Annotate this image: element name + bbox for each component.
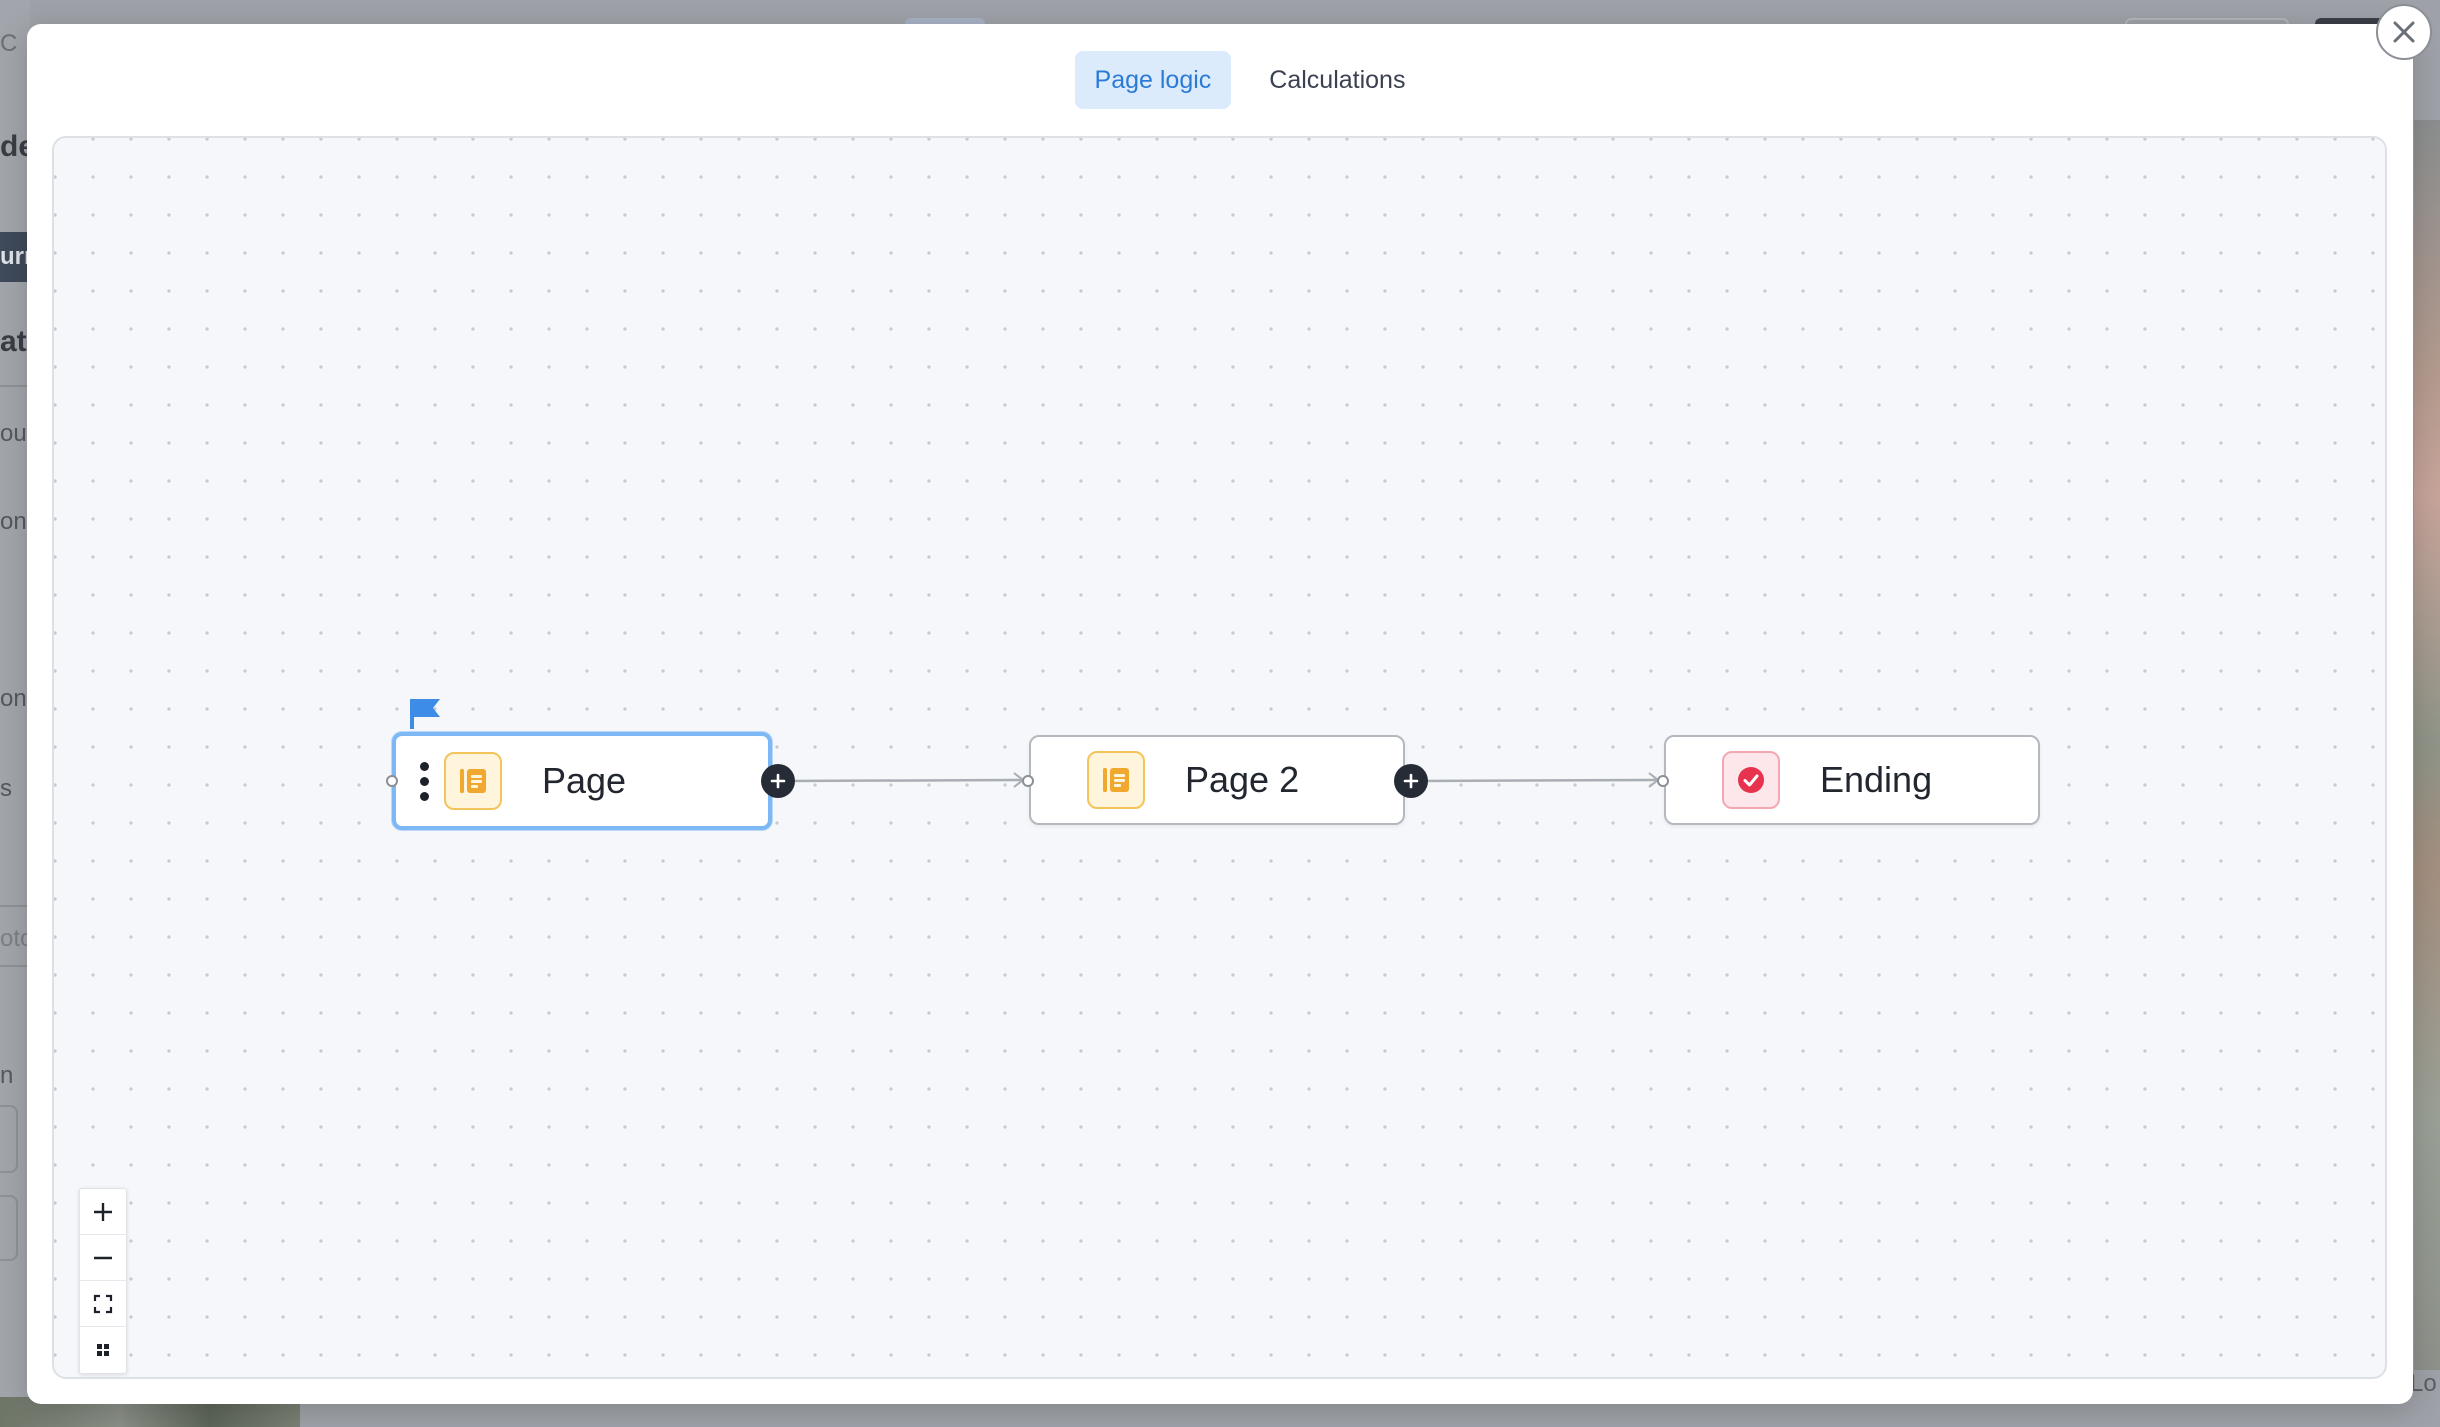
flow-canvas[interactable]: Page Page 2 [52,136,2387,1379]
logic-modal: Page logic Calculations [27,24,2413,1404]
toggle-interactivity-button[interactable] [80,1327,126,1373]
tab-calculations[interactable]: Calculations [1269,66,1406,94]
zoom-out-button[interactable] [80,1235,126,1281]
plus-icon [770,773,786,789]
add-connection-button[interactable] [1394,764,1428,798]
background-text: ons [0,685,28,712]
background-text: our [0,420,28,447]
node-menu-handle[interactable] [418,761,430,801]
background-text: de [0,130,28,163]
background-text: C [0,30,18,57]
zoom-controls [79,1188,127,1374]
flow-node-ending[interactable]: Ending [1664,735,2040,825]
fit-view-button[interactable] [80,1281,126,1327]
background-tag: urre [0,232,28,282]
background-input [0,1105,18,1173]
node-label: Page 2 [1185,759,1300,800]
dot-icon [419,776,429,786]
edge-page-to-page-2 [785,778,1024,783]
background-text: Lo [2410,1370,2437,1397]
start-flag-icon [410,699,440,729]
minus-icon [94,1256,112,1259]
close-icon [2393,21,2415,43]
fit-view-icon [93,1294,113,1313]
background-divider [0,965,28,967]
node-input-handle[interactable] [1022,775,1034,787]
zoom-in-button[interactable] [80,1189,126,1235]
background-divider [0,385,28,387]
background-text: s [0,775,12,802]
background-text: ate [0,325,28,358]
node-input-handle[interactable] [386,775,398,787]
grid-icon [97,1344,109,1356]
tab-bar: Page logic Calculations [27,51,2413,109]
background-input [0,1195,18,1261]
dot-icon [419,791,429,801]
close-button[interactable] [2376,4,2432,60]
add-connection-button[interactable] [761,764,795,798]
tab-page-logic[interactable]: Page logic [1074,51,1232,109]
flow-node-page-2[interactable]: Page 2 [1029,735,1405,825]
check-circle-icon [1722,751,1780,809]
dot-icon [419,761,429,771]
plus-icon [94,1202,112,1221]
background-text: ons [0,508,28,535]
page-icon [444,752,502,810]
edge-page-2-to-ending [1415,778,1659,783]
node-label: Page [542,760,627,801]
plus-icon [1403,773,1419,789]
background-map-preview [2414,120,2440,1370]
background-text: oto [0,925,28,952]
node-label: Ending [1820,759,1933,800]
node-input-handle[interactable] [1657,775,1669,787]
page-icon [1087,751,1145,809]
background-text: n [0,1062,14,1089]
background-divider [0,905,28,907]
flow-node-page[interactable]: Page [392,732,772,830]
